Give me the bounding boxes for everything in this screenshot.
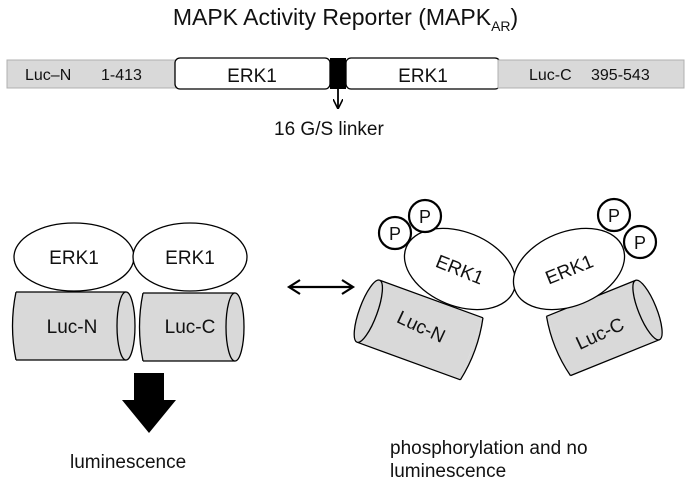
erk1-right-label: ERK1 <box>398 66 448 87</box>
phosphate-circle-3: P <box>596 197 632 233</box>
erk1-left-a-label: ERK1 <box>49 248 99 269</box>
luc-n-segment <box>6 59 178 89</box>
erk1-right-a <box>403 227 517 311</box>
erk1-left-b <box>132 222 248 292</box>
luc-c-name: Luc-C <box>529 67 572 84</box>
no-luminescence-line1: phosphorylation and no <box>390 438 588 459</box>
phosphate-circle-2: P <box>407 198 443 234</box>
luc-c-range: 395-543 <box>591 67 650 84</box>
luc-c-cylinder <box>138 292 245 362</box>
phosphate-circle-1: P <box>377 215 413 251</box>
right-state: Luc-N Luc-C ERK1 ERK1 P <box>353 197 663 381</box>
luc-n-name: Luc–N <box>25 67 71 84</box>
erk1-right-b <box>512 227 626 311</box>
luc-c-segment <box>497 59 685 89</box>
svg-text:P: P <box>608 206 620 226</box>
luc-n-tilted-cylinder <box>353 279 484 381</box>
linker-label: 16 G/S linker <box>274 119 384 140</box>
luc-n-range: 1-413 <box>101 67 142 84</box>
luc-n-left-label: Luc-N <box>47 317 98 338</box>
linker-segment <box>330 58 346 89</box>
luminescence-label: luminescence <box>70 452 187 473</box>
erk1-left-label: ERK1 <box>227 66 277 87</box>
no-luminescence-label: phosphorylation and no luminescence <box>390 437 690 483</box>
luc-c-tilted-cylinder <box>545 279 663 377</box>
svg-text:P: P <box>389 224 401 244</box>
construct-bar: Luc–N 1-413 ERK1 ERK1 Luc-C 395-543 <box>6 57 685 107</box>
svg-text:P: P <box>634 233 646 253</box>
svg-text:P: P <box>419 207 431 227</box>
luc-n-cylinder <box>11 291 136 361</box>
diagram-title: MAPK Activity Reporter (MAPKAR) <box>172 4 519 34</box>
luminescence-arrow <box>122 373 176 433</box>
erk1-left-b-label: ERK1 <box>165 248 215 269</box>
phosphate-circle-4: P <box>622 224 658 260</box>
luc-c-left-label: Luc-C <box>165 317 216 338</box>
no-luminescence-line2: luminescence <box>390 461 507 482</box>
left-state: Luc-N Luc-C ERK1 ERK1 <box>11 222 248 433</box>
equilibrium-arrow <box>286 279 356 295</box>
